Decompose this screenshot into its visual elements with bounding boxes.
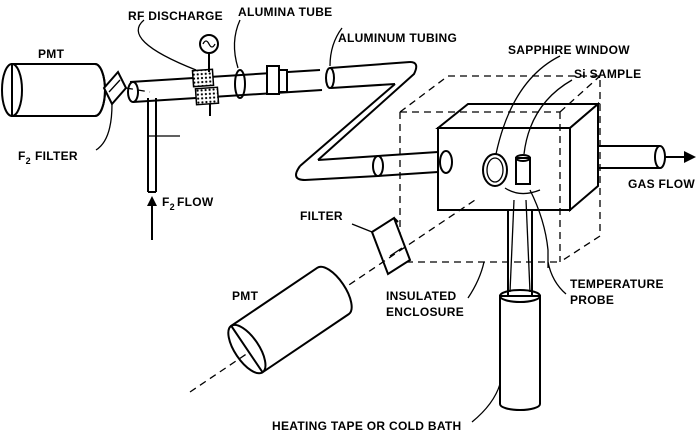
aluminum-tubing xyxy=(295,61,439,182)
temperature-probe-lead xyxy=(529,189,549,268)
sapphire-window xyxy=(482,153,508,187)
label-temperature-2: PROBE xyxy=(570,293,614,307)
label-insulated-2: ENCLOSURE xyxy=(386,305,464,319)
label-pmt-bottom: PMT xyxy=(232,289,259,303)
label-alumina-tube: ALUMINA TUBE xyxy=(238,5,332,19)
quartz-tube xyxy=(127,69,323,103)
label-heating-tape: HEATING TAPE OR COLD BATH xyxy=(272,419,462,433)
sample-pedestal xyxy=(507,199,533,293)
filter-bottom xyxy=(370,216,412,276)
leader-lines xyxy=(95,19,573,423)
label-rf-discharge: RF DISCHARGE xyxy=(128,9,223,23)
si-sample xyxy=(504,154,541,195)
f2-inlet-pipe xyxy=(147,98,157,193)
f2-filter xyxy=(102,70,128,106)
alumina-tube-fitting xyxy=(234,65,288,99)
label-sapphire-window: SAPPHIRE WINDOW xyxy=(508,43,630,57)
label-gas-flow: GAS FLOW xyxy=(628,177,695,191)
label-temperature-1: TEMPERATURE xyxy=(570,277,664,291)
heating-tape-cylinder xyxy=(499,289,541,411)
label-aluminum-tubing: ALUMINUM TUBING xyxy=(338,31,457,45)
gas-outlet-tube xyxy=(598,145,684,169)
arrow-up-icon xyxy=(147,196,157,240)
label-filter: FILTER xyxy=(300,209,343,223)
rf-discharge-coils xyxy=(191,58,220,116)
pmt-bottom xyxy=(227,265,353,375)
label-insulated-1: INSULATED xyxy=(386,289,457,303)
arrow-right-icon xyxy=(684,151,696,163)
pmt-top xyxy=(1,63,106,117)
label-pmt-top: PMT xyxy=(38,47,65,61)
label-si-sample: Si SAMPLE xyxy=(574,67,641,81)
ac-source-icon xyxy=(199,34,219,58)
reaction-chamber xyxy=(435,101,601,213)
